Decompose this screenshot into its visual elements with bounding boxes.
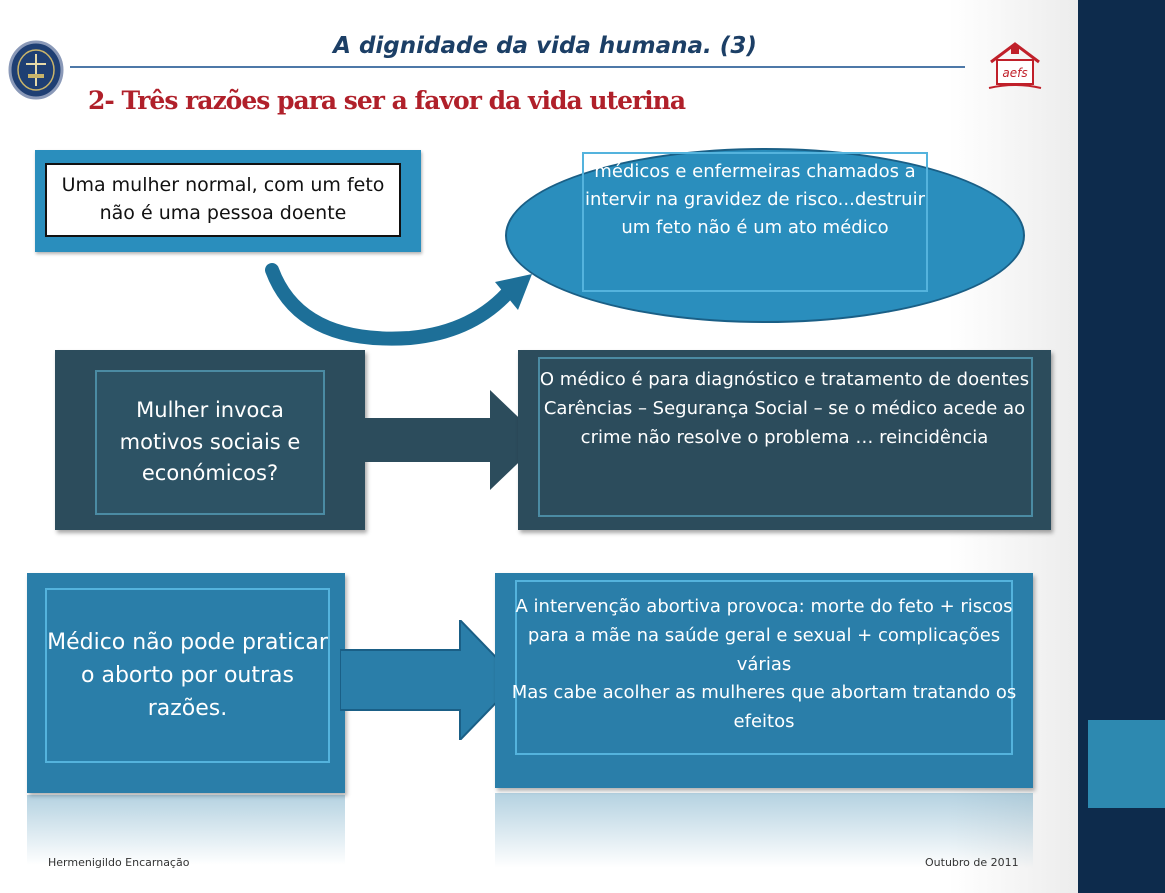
abortion-consequences-box (495, 573, 1033, 788)
aefs-logo-text: aefs (1002, 66, 1027, 80)
slide-title: A dignidade da vida humana. (3) (333, 33, 757, 59)
reflection-left (27, 795, 345, 865)
ellipse-inner-frame (582, 152, 928, 292)
no-abortion-text: Médico não pode praticar o aborto por ou… (45, 588, 330, 763)
footer-author: Hermenigildo Encarnação (48, 856, 190, 869)
aefs-house-logo: aefs (988, 42, 1042, 89)
welcome-women-line: Mas cabe acolher as mulheres que abortam… (511, 682, 1017, 733)
right-sidebar-accent (1088, 720, 1165, 808)
normal-woman-text: Uma mulher normal, com um feto não é uma… (45, 163, 401, 237)
reflection-right (495, 793, 1033, 868)
right-arrow-row2 (360, 390, 542, 490)
no-abortion-box (27, 573, 345, 793)
doctors-nurses-text: médicos e enfermeiras chamados a intervi… (585, 161, 925, 238)
consequences-line: A intervenção abortiva provoca: morte do… (515, 596, 1013, 675)
right-arrow-row3 (340, 620, 520, 740)
slide-subtitle: 2- Três razões para ser a favor da vida … (88, 86, 686, 115)
social-economic-text: Mulher invoca motivos sociais e económic… (95, 370, 325, 515)
diagnosis-treatment-text: O médico é para diagnóstico e tratamento… (528, 366, 1041, 452)
abortion-consequences-text: A intervenção abortiva provoca: morte do… (505, 593, 1023, 737)
social-security-line: Carências – Segurança Social – se o médi… (543, 397, 1026, 448)
diagnosis-treatment-box (518, 350, 1051, 530)
diagnosis-line: O médico é para diagnóstico e tratamento… (539, 369, 1030, 390)
curved-arrow (265, 263, 532, 346)
footer-date: Outubro de 2011 (925, 856, 1019, 869)
title-rule (70, 66, 965, 68)
university-seal-logo (8, 40, 64, 100)
doctors-nurses-ellipse (505, 148, 1025, 323)
consequences-inner-frame (515, 580, 1013, 755)
diagnosis-inner-frame (538, 357, 1033, 517)
